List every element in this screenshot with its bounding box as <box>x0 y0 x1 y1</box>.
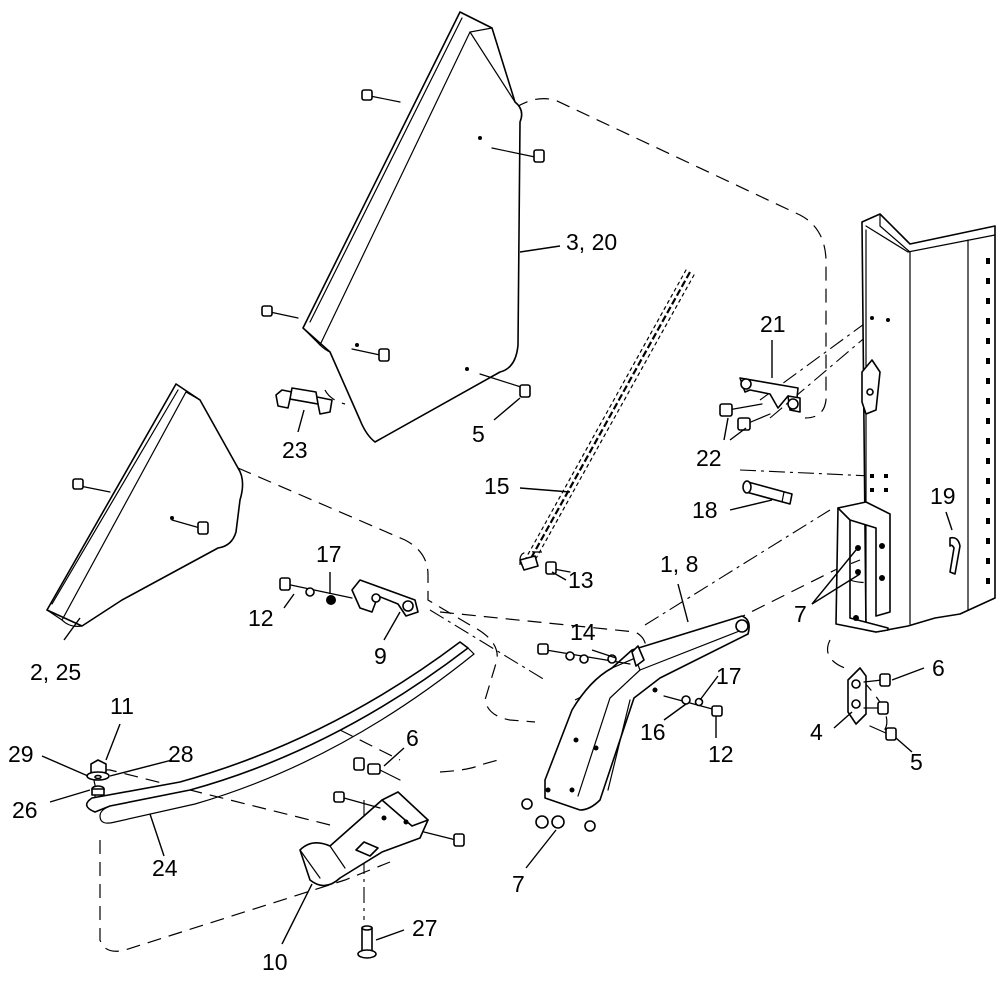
callout-23: 23 <box>282 437 308 463</box>
bolt-icon <box>869 725 897 741</box>
bolt-icon <box>333 791 381 809</box>
post-holes <box>870 258 990 584</box>
callout-17: 17 <box>316 541 342 567</box>
skid-shoe-part-10 <box>299 791 429 887</box>
callout-18: 18 <box>692 497 718 523</box>
bolt-icon <box>261 305 299 319</box>
callout-1-8: 1, 8 <box>660 551 698 577</box>
callout-24: 24 <box>152 855 178 881</box>
clip-pin-part-19 <box>949 536 961 575</box>
bolt-icon <box>737 413 771 431</box>
bolt-icon <box>863 701 889 715</box>
bolt-washer-set-part-17-12 <box>279 577 353 605</box>
callout-13: 13 <box>568 567 594 593</box>
callout-11: 11 <box>110 693 134 719</box>
callout-2-25: 2, 25 <box>30 659 81 685</box>
rod-part-24 <box>85 641 475 824</box>
callout-7: 7 <box>512 871 525 897</box>
callout-14: 14 <box>570 619 596 645</box>
main-arm-part-1-8 <box>544 615 750 811</box>
callout-4: 4 <box>810 719 823 745</box>
callout-29: 29 <box>8 741 34 767</box>
callout-28: 28 <box>168 741 194 767</box>
bolt-icon <box>72 478 111 493</box>
nut-washer-stack-part-11-29-28-26 <box>86 759 110 796</box>
bolt-icon <box>479 373 531 398</box>
bracket-part-23 <box>275 387 333 415</box>
callout-12: 12 <box>708 741 734 767</box>
callout-6: 6 <box>932 655 945 681</box>
carriage-bolt-part-27 <box>357 925 377 959</box>
clevis-plate-part-4 <box>847 667 867 725</box>
bolt-icon <box>545 561 571 575</box>
callout-16: 16 <box>640 719 666 745</box>
bolt-icon <box>171 519 209 535</box>
callout-3-20: 3, 20 <box>566 229 617 255</box>
chain-part-15 <box>519 269 695 571</box>
callout-labels: 3, 20 21 23 5 22 15 18 19 1, 8 17 13 12 … <box>8 229 956 975</box>
callout-15: 15 <box>484 473 510 499</box>
callout-12: 12 <box>248 605 274 631</box>
callout-17: 17 <box>716 663 742 689</box>
callout-21: 21 <box>760 311 786 337</box>
bolt-icon <box>423 831 465 847</box>
bolt-icon <box>351 348 390 362</box>
pin-part-18 <box>742 480 793 505</box>
callout-19: 19 <box>930 483 956 509</box>
bolt-icon <box>353 757 401 781</box>
bolt-washer-set-part-14 <box>537 643 631 665</box>
callout-9: 9 <box>374 643 387 669</box>
bolt-icon <box>863 673 891 687</box>
leader-lines <box>41 245 953 945</box>
callout-7: 7 <box>794 601 807 627</box>
bolt-icon <box>719 403 763 417</box>
callout-6: 6 <box>406 725 419 751</box>
mount-bracket-part-7 <box>835 501 891 633</box>
upper-shield-part-3-20 <box>302 11 523 443</box>
callout-27: 27 <box>412 915 438 941</box>
callout-26: 26 <box>12 797 38 823</box>
nut-icon <box>521 798 596 832</box>
bolt-icon <box>361 89 401 103</box>
lower-shield-part-2-25 <box>46 383 244 627</box>
hinge-part-9 <box>351 579 419 617</box>
callout-5: 5 <box>472 421 485 447</box>
bolt-icon <box>491 147 545 163</box>
callout-22: 22 <box>696 445 722 471</box>
callout-5: 5 <box>910 749 923 775</box>
callout-10: 10 <box>262 949 288 975</box>
latch-bracket-part-21 <box>739 377 801 413</box>
